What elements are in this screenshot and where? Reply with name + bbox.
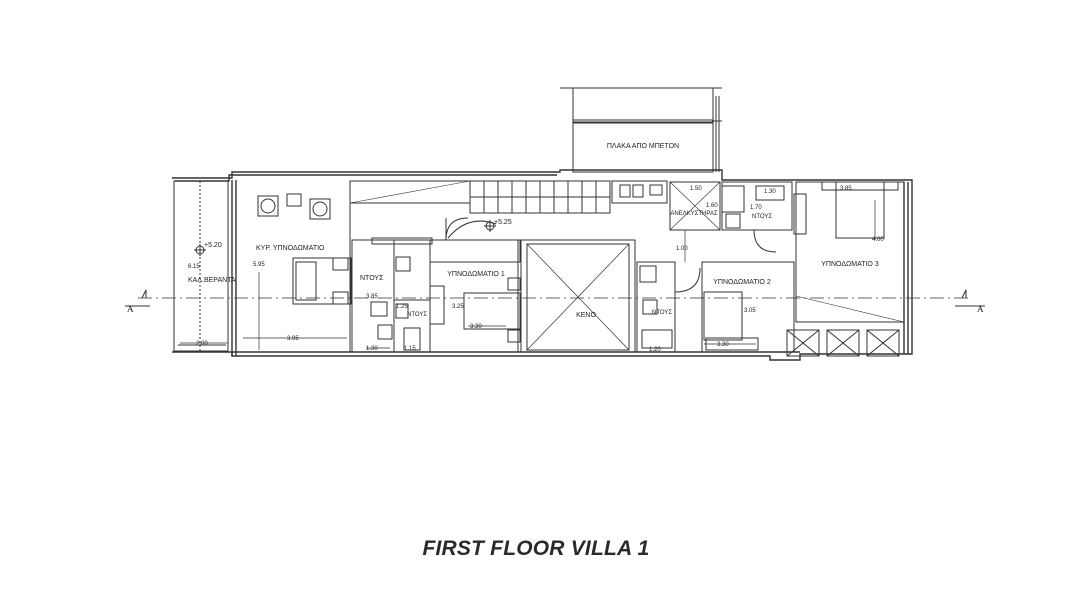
section-line [125,289,985,307]
dim-bed2-depth: 3.05 [744,308,756,314]
bedroom-1-label: ΥΠΝΟΔΩΜΑΤΙΟ 1 [447,271,505,278]
exterior-walls [172,169,913,361]
dim-veranda-width: 2.00 [196,341,208,347]
shower-2-label: ΝΤΟΥΣ [652,310,672,316]
section-marker-right: A [977,304,984,314]
dim-corridor: 1.00 [676,246,688,252]
stairs [469,180,668,214]
veranda-label: ΚΑΛ.ΒΕΡΑΝΤΑ [188,277,236,284]
dim-lift-w: 1.50 [690,186,702,192]
concrete-slab [560,87,722,173]
void-label: ΚΕΝΟ [576,312,596,319]
dim-bed3-depth: 4.00 [872,237,884,243]
dim-master-depth: 5.95 [253,262,265,268]
dim-bed1-depth: 3.25 [452,304,464,310]
dim-shower1-width: 1.30 [366,346,378,352]
shower-1-label: ΝΤΟΥΣ [360,275,384,282]
dim-wc1-a: 1.25 [396,304,408,310]
dim-shower1-depth: 3.85 [366,294,378,300]
dim-master-width: 3.95 [287,336,299,342]
shower-2 [636,261,701,353]
void-atrium [447,220,636,353]
lift-block [669,181,807,253]
dim-bed1-width: 3.30 [470,324,482,330]
dim-shower2-w: 1.20 [649,347,661,353]
dimension-lines [180,200,876,350]
shower-3-label: ΝΤΟΥΣ [752,214,772,220]
bedroom-3 [795,181,905,323]
lift-label: ΑΝΕΛΚΥΣΤΗΡΑΣ [670,211,718,217]
shower-block-left [351,237,433,353]
dim-wc1-width: 1.15 [404,346,416,352]
veranda [173,180,229,352]
concrete-slab-label: ΠΛΑΚΑ ΑΠΟ ΜΠΕΤΟΝ [607,143,679,150]
bedroom-3-label: ΥΠΝΟΔΩΜΑΤΙΟ 3 [821,261,879,268]
master-bedroom-label: ΚΥΡ. ΥΠΝΟΔΩΜΑΤΙΟ [256,245,325,252]
dim-shower3-w: 1.30 [764,189,776,195]
dim-shower3-d: 1.70 [750,205,762,211]
drawing-title: FIRST FLOOR VILLA 1 [422,537,650,560]
level-markers [194,220,496,256]
bedroom-2 [701,261,795,353]
bedroom-2-label: ΥΠΝΟΔΩΜΑΤΙΟ 2 [713,279,771,286]
dim-bed2-width: 3.30 [717,342,729,348]
ac-units [786,329,900,357]
level-hall: +5.25 [494,219,512,226]
dim-bed3-w: 3.85 [840,186,852,192]
wc-1-label: ΝΤΟΥΣ [407,312,427,318]
dim-veranda-depth: 6.15 [188,264,200,270]
level-veranda: +5.20 [204,242,222,249]
master-bedroom [257,180,471,352]
section-marker-left: A [127,304,134,314]
bedroom-1 [429,217,521,353]
dim-lift-d: 1.60 [706,203,718,209]
